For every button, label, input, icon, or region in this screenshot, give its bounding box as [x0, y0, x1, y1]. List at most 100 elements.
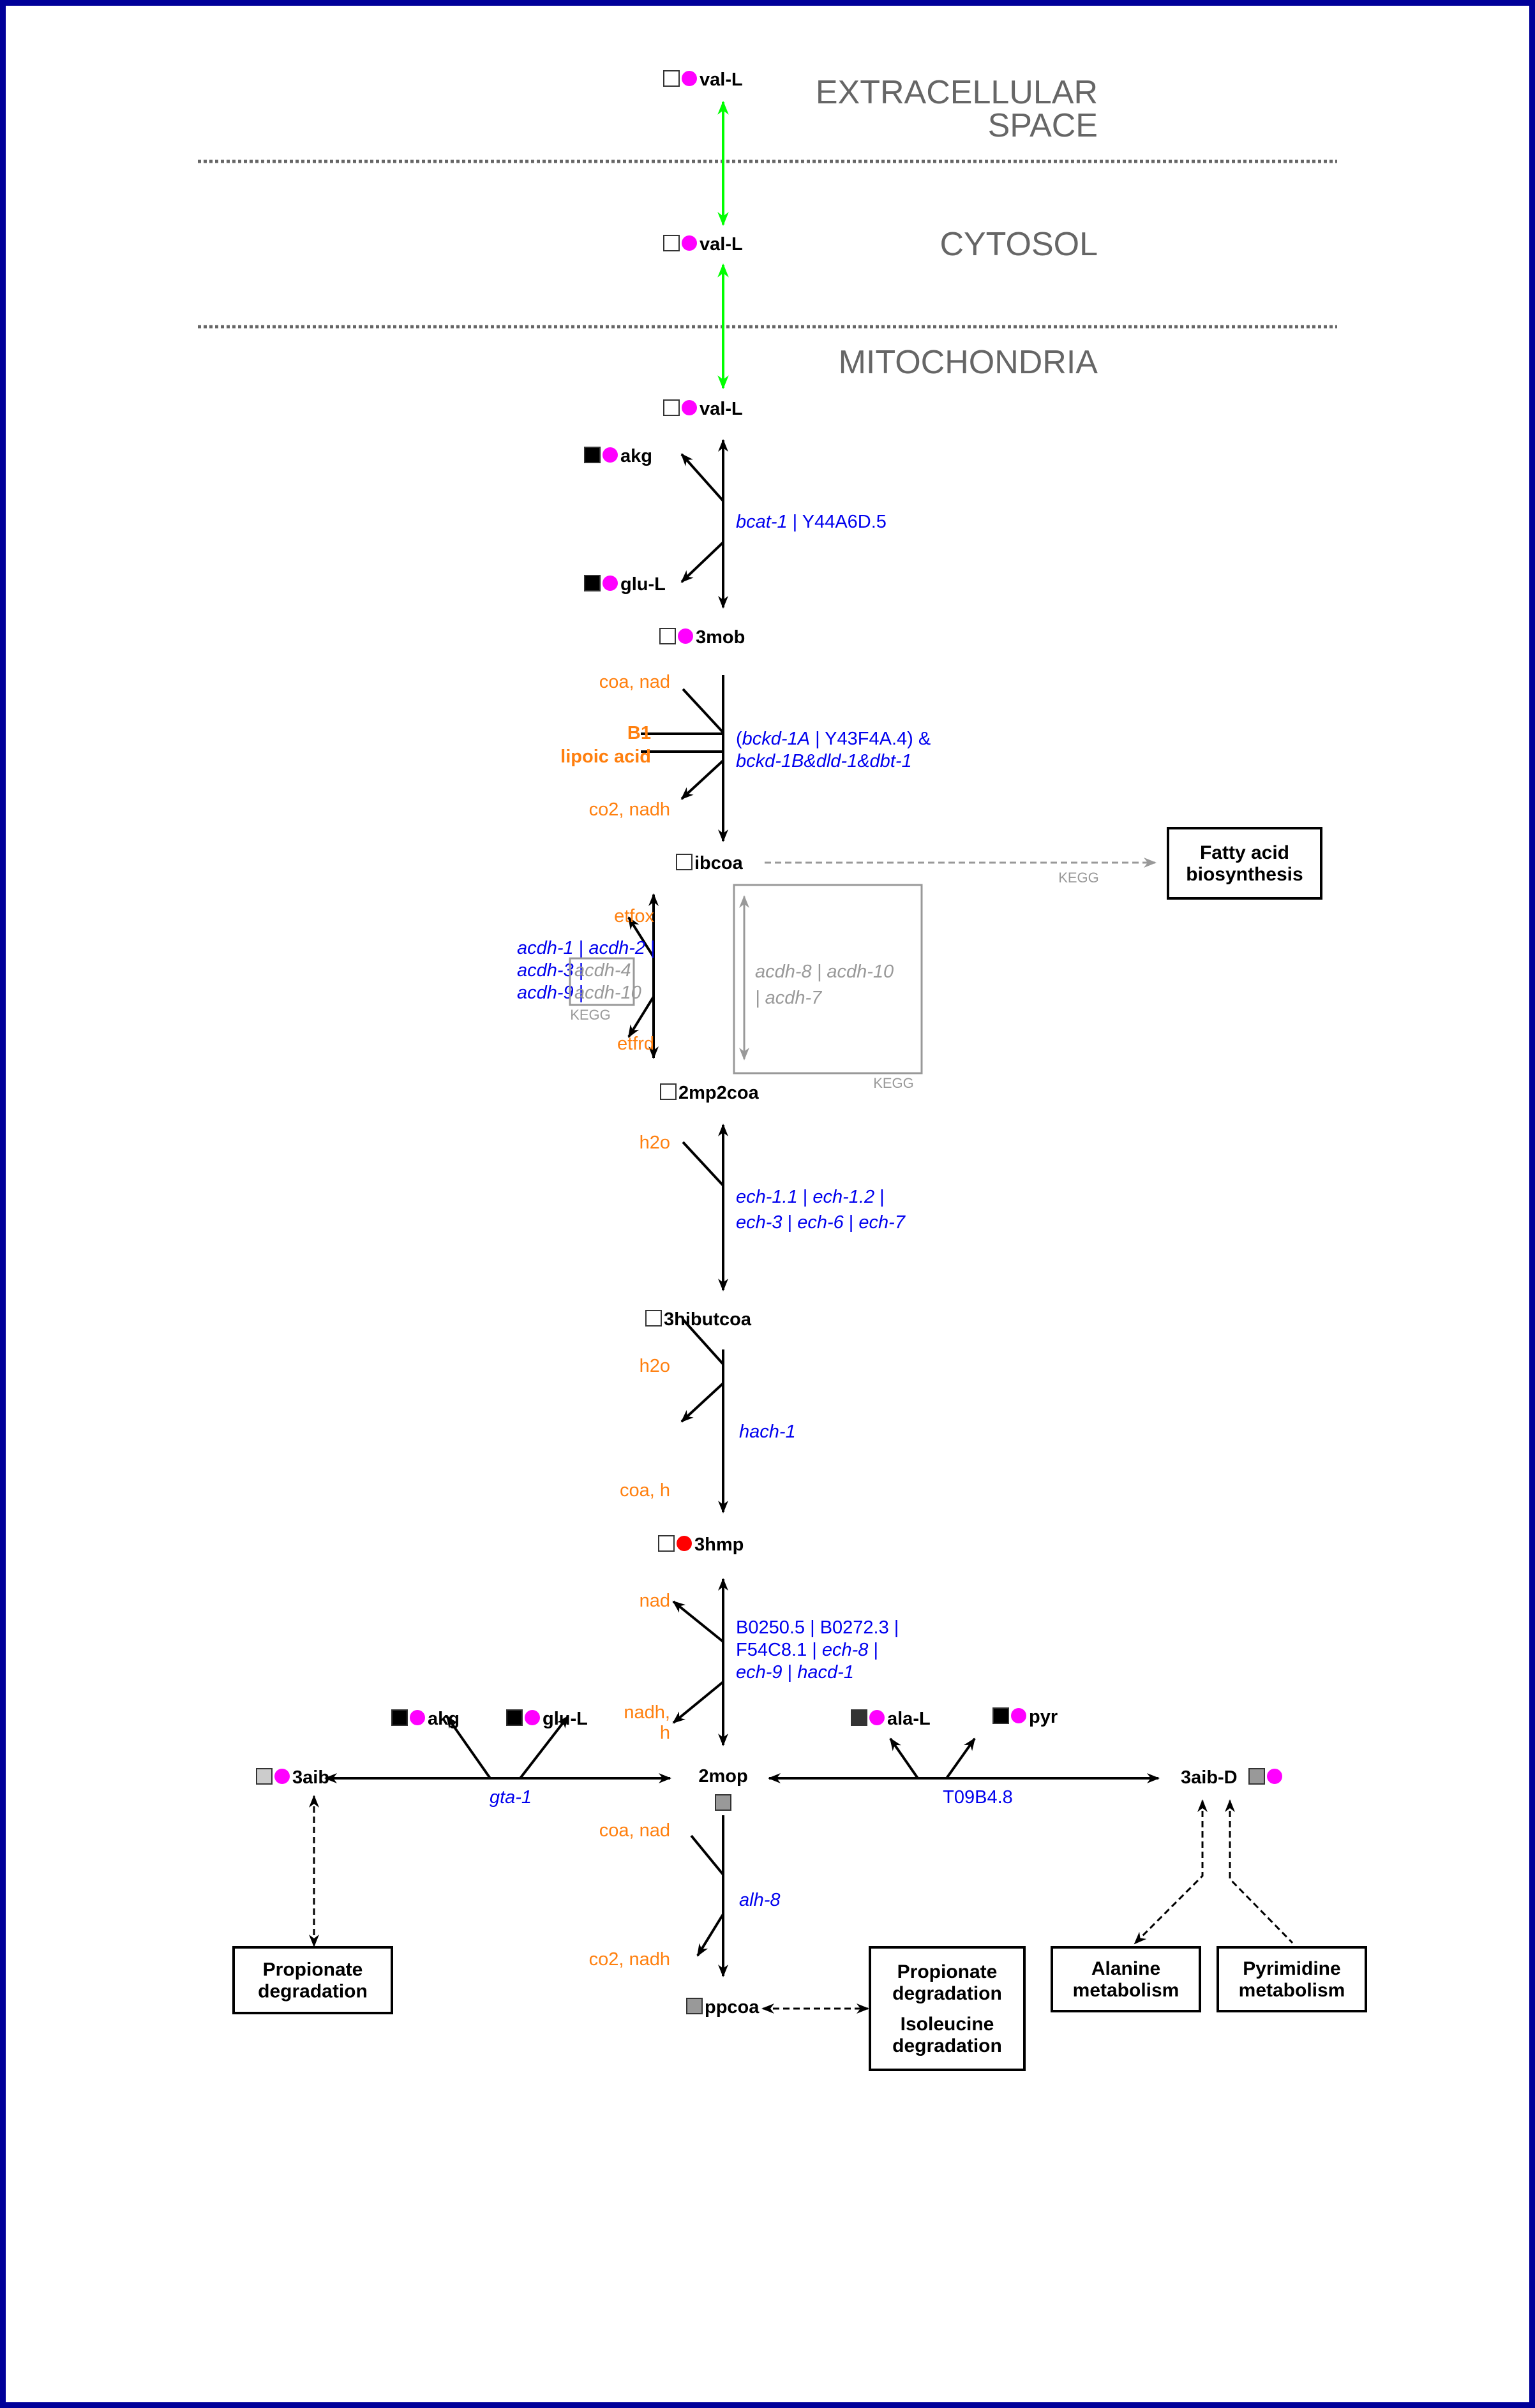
gene-name-part: hach-1: [739, 1422, 796, 1442]
kegg-label-acdh-large: KEGG: [873, 1075, 914, 1091]
metabolite-glu_2[interactable]: glu-L: [506, 1709, 588, 1729]
metabolite-2mop[interactable]: 2mop: [698, 1766, 748, 1811]
gene-name-part: |: [574, 960, 584, 981]
gene-name-part: |: [782, 1662, 798, 1683]
metabolite-val_c[interactable]: val-L: [663, 234, 743, 255]
cofactor-co2-nadh-2: co2, nadh: [589, 1949, 670, 1970]
gene-name-part: hacd-1: [797, 1662, 854, 1683]
gene-name-part: B0250.5 | B0272.3 |: [736, 1617, 899, 1638]
gene-name-part: bckd-1A: [742, 729, 810, 749]
metabolite-3mob[interactable]: 3mob: [659, 627, 745, 648]
cofactor-lipoic-acid: lipoic acid: [560, 747, 651, 767]
compartment-marker-square: [391, 1709, 408, 1726]
side-arrow-coa-h: [680, 1382, 724, 1423]
metabolite-pyr[interactable]: pyr: [992, 1707, 1058, 1727]
metabolite-label: val-L: [700, 399, 743, 419]
side-arrow-co2-nadh-2: [696, 1913, 724, 1957]
metabolite-label: ibcoa: [694, 853, 744, 873]
cofactor-nad: nad: [640, 1591, 670, 1611]
metabolite-akg_1[interactable]: akg: [584, 446, 652, 466]
side-arrow-nad: [672, 1600, 724, 1643]
pathway-box-border: [869, 1946, 1026, 2071]
gene-name-part: T09B4.8: [943, 1787, 1013, 1808]
metabolite-3aib[interactable]: 3aib: [256, 1767, 329, 1788]
gene-name-part: |: [574, 938, 589, 958]
pathway-box-label: Fatty acid: [1200, 842, 1289, 863]
metabolite-label: ala-L: [887, 1709, 931, 1729]
metabolite-3hmp[interactable]: 3hmp: [658, 1535, 744, 1555]
compartment-label-extracellular-2: SPACE: [988, 107, 1098, 144]
metabolite-akg_2[interactable]: akg: [391, 1709, 460, 1729]
gene-label-acdh-4-kegg: acdh-4: [574, 960, 631, 981]
metabolite-label: 3aib: [292, 1767, 329, 1788]
metabolite-label: 3hmp: [694, 1535, 744, 1555]
data-marker-circle: [682, 71, 697, 86]
dashed-link-3aibD-pyrimidine: [1225, 1799, 1294, 1944]
metabolite-label: pyr: [1029, 1707, 1058, 1727]
compartment-marker-square: [506, 1709, 523, 1726]
gene-name-part: acdh-3: [517, 960, 574, 981]
gene-name-part: bcat-1: [736, 512, 788, 532]
metabolite-label: 3aib-D: [1181, 1767, 1238, 1788]
metabolite-val_m[interactable]: val-L: [663, 399, 743, 419]
gene-label-t09b4: T09B4.8: [943, 1787, 1013, 1808]
compartment-label-extracellular: EXTRACELLULAR: [816, 74, 1098, 111]
cofactor-etfox: etfox: [614, 906, 654, 926]
pathway-box-label: Pyrimidine: [1243, 1958, 1340, 1979]
side-arrow-etfrd: [627, 995, 655, 1038]
data-marker-circle: [525, 1710, 540, 1725]
gene-label-acdh-2: acdh-3 |: [517, 960, 583, 981]
metabolite-val_e[interactable]: val-L: [663, 70, 743, 90]
pathway-box-propionate-isoleucine-degradation[interactable]: PropionatedegradationIsoleucinedegradati…: [869, 1946, 1026, 2071]
metabolite-ppcoa[interactable]: ppcoa: [686, 1997, 760, 2018]
compartment-marker-square: [659, 628, 676, 644]
gene-name-part: acdh-2: [588, 938, 645, 958]
metabolite-label: akg: [428, 1709, 460, 1729]
gene-name-part: | Y43F4A.4) &: [810, 729, 931, 749]
metabolite-label: glu-L: [543, 1709, 588, 1729]
side-arrow-glu: [680, 541, 724, 583]
gene-label-acdh-kegg-2: | acdh-7: [755, 988, 823, 1008]
metabolite-glu_1[interactable]: glu-L: [584, 574, 666, 595]
cofactor-h: h: [660, 1723, 670, 1743]
pathway-box-label: metabolism: [1239, 1980, 1345, 2001]
gene-label-ech-1: ech-1.1 | ech-1.2 |: [736, 1187, 885, 1207]
gene-name-part: |: [645, 938, 655, 958]
metabolite-ala[interactable]: ala-L: [851, 1709, 931, 1729]
compartment-marker-square: [663, 235, 680, 251]
gene-name-part: ech-7: [858, 1212, 906, 1233]
compartment-marker-square: [658, 1535, 675, 1552]
data-marker-circle: [682, 235, 697, 251]
gene-name-part: acdh-9: [517, 983, 574, 1003]
dashed-link-3aibD-alanine: [1134, 1799, 1208, 1945]
cofactor-coa-h: coa, h: [620, 1480, 670, 1501]
gene-name-part: |: [798, 1187, 813, 1207]
kegg-label-fatty-acid: KEGG: [1058, 870, 1099, 886]
compartment-marker-square: [676, 854, 693, 870]
gene-name-part: gta-1: [490, 1787, 532, 1808]
side-arrow-pyr: [945, 1737, 976, 1780]
gene-name-part: ech-8: [822, 1640, 869, 1660]
data-marker-circle: [678, 628, 693, 644]
metabolite-ibcoa[interactable]: ibcoa: [676, 853, 744, 873]
gene-name-part: (: [736, 729, 742, 749]
cofactor-etfrd: etfrd: [617, 1034, 654, 1054]
pathway-box-label: Alanine: [1091, 1958, 1160, 1979]
metabolite-3hibutcoa[interactable]: 3hibutcoa: [645, 1309, 752, 1330]
metabolite-3aibD[interactable]: 3aib-D: [1181, 1767, 1282, 1788]
cofactor-coa-nad: coa, nad: [599, 672, 670, 692]
metabolite-label: akg: [620, 446, 652, 466]
gene-label-ech-2: ech-3 | ech-6 | ech-7: [736, 1212, 906, 1233]
gene-name-part: F54C8.1 |: [736, 1640, 822, 1660]
metabolite-2mp2coa[interactable]: 2mp2coa: [660, 1083, 760, 1103]
gene-name-part: alh-8: [739, 1890, 781, 1910]
gene-label-gta: gta-1: [490, 1787, 532, 1808]
compartment-label-cytosol: CYTOSOL: [940, 226, 1098, 263]
kegg-box-acdh-large: [733, 884, 923, 1074]
data-marker-circle: [869, 1710, 885, 1725]
